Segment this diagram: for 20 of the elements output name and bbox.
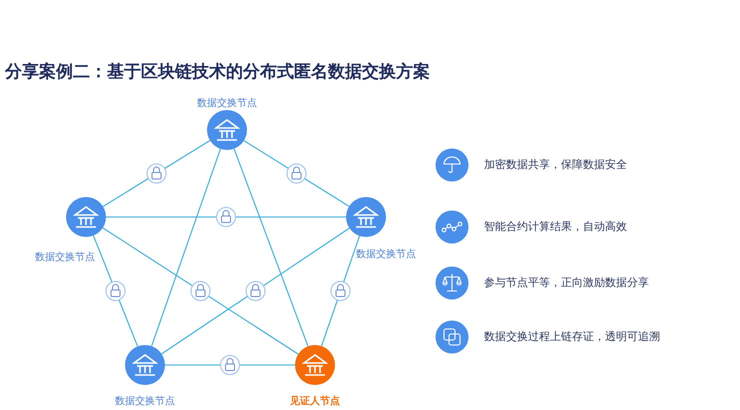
connector-line	[102, 227, 298, 355]
feature-text: 智能合约计算结果，自动高效	[484, 220, 627, 234]
feature-text: 加密数据共享，保障数据安全	[484, 158, 627, 172]
connector-line	[102, 140, 210, 207]
node-label: 见证人节点	[289, 396, 341, 408]
feature-text: 参与节点平等，正向激励数据分享	[484, 276, 649, 290]
title: 分享案例二：基于区块链技术的分布式匿名数据交换方案	[5, 61, 430, 83]
node-label: 数据交换节点	[34, 252, 96, 264]
connector-line	[234, 148, 308, 346]
connector-line	[161, 228, 350, 354]
connector-line	[321, 236, 360, 346]
feature-text: 数据交换过程上链存证，透明可追溯	[484, 330, 660, 344]
connector-line	[151, 148, 221, 346]
connector-line	[165, 364, 295, 366]
connector-line	[244, 140, 350, 207]
connector-line	[106, 216, 346, 218]
node-label: 数据交换节点	[355, 249, 417, 261]
node-label: 数据交换节点	[114, 396, 176, 408]
node-label: 数据交换节点	[196, 98, 258, 110]
connector-line	[92, 235, 138, 347]
